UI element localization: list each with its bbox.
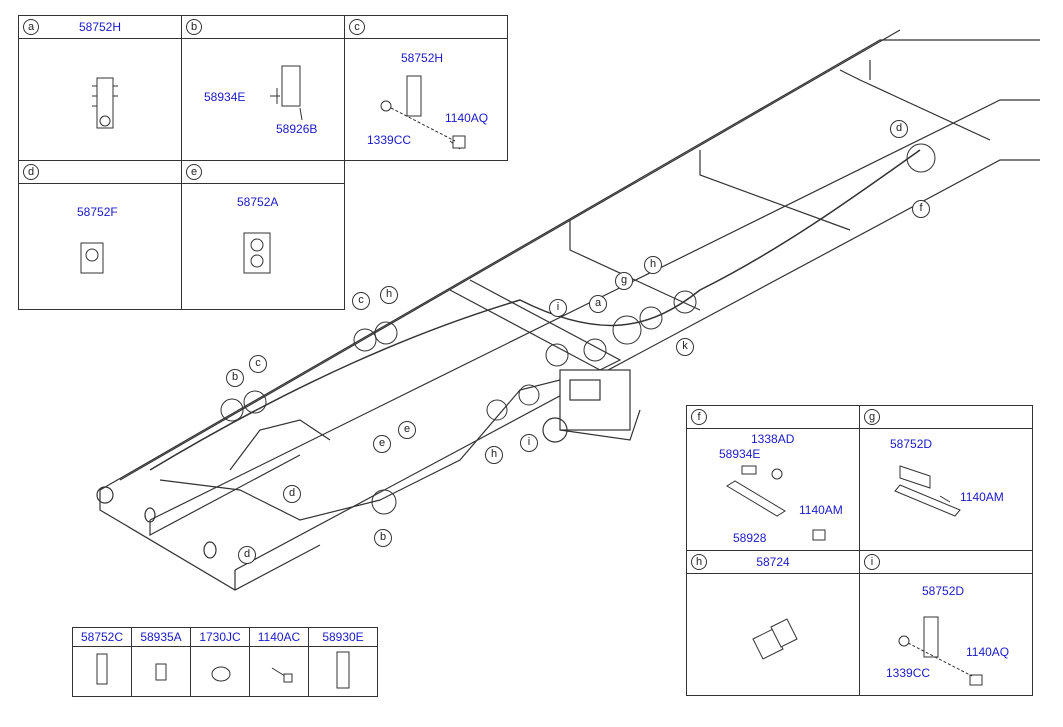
- callout-d: d: [283, 485, 301, 503]
- part-cell: 58935A: [131, 627, 191, 697]
- part-number: 1730JC: [199, 630, 241, 644]
- part-cell: 1730JC: [190, 627, 250, 697]
- part-number: 1140AQ: [445, 111, 489, 125]
- bracket-icon: [270, 65, 303, 121]
- callout-h: h: [380, 286, 398, 304]
- callout-i: i: [520, 434, 538, 452]
- part-number: 58935A: [140, 630, 182, 644]
- part-number: 58928: [733, 531, 767, 545]
- part-number: 58934E: [204, 90, 246, 104]
- part-number: 1140AM: [960, 490, 1004, 504]
- detail-box-b: b 58934E 58926B: [181, 15, 345, 161]
- callout-c: c: [352, 292, 370, 310]
- callout-b: b: [226, 369, 244, 387]
- clip-icon: [336, 651, 350, 689]
- clip-icon: [155, 663, 167, 681]
- callout-c: c: [249, 355, 267, 373]
- bolt-icon: [271, 667, 293, 683]
- box-letter: d: [23, 164, 39, 180]
- box-letter: c: [349, 19, 365, 35]
- clip-icon: [92, 77, 118, 129]
- callout-k: k: [676, 338, 694, 356]
- detail-box-h: h 58724: [686, 550, 860, 696]
- part-number: 58752D: [922, 584, 965, 598]
- callout-a: a: [589, 295, 607, 313]
- callout-d: d: [238, 546, 256, 564]
- part-number: 58752A: [237, 195, 279, 209]
- box-letter: h: [691, 554, 707, 570]
- box-letter: f: [691, 409, 707, 425]
- callout-h: h: [644, 256, 662, 274]
- detail-box-g: g 58752D 1140AM: [859, 405, 1033, 551]
- part-number: 58930E: [322, 630, 364, 644]
- detail-box-a: a 58752H: [18, 15, 182, 161]
- detail-box-d: d 58752F: [18, 160, 182, 310]
- part-number: 58724: [756, 555, 790, 569]
- callout-h: h: [485, 446, 503, 464]
- part-number: 58752F: [77, 205, 118, 219]
- part-number: 58752H: [401, 51, 444, 65]
- part-number: 1338AD: [751, 432, 795, 446]
- clip-icon: [96, 653, 108, 685]
- detail-box-i: i 58752D 1339CC 1140AQ: [859, 550, 1033, 696]
- callout-d: d: [890, 120, 908, 138]
- callout-i: i: [549, 299, 567, 317]
- part-number: 58752D: [890, 437, 933, 451]
- part-number: 1339CC: [886, 666, 931, 680]
- part-number: 58752C: [80, 630, 124, 644]
- clip-icon: [898, 616, 983, 686]
- part-number: 1140AQ: [966, 645, 1010, 659]
- clip-icon: [894, 465, 961, 517]
- detail-box-f: f 1338AD 58934E 58928 1140AM: [686, 405, 860, 551]
- part-number: 58934E: [719, 447, 761, 461]
- detail-box-c: c 58752H 1339CC 1140AQ: [344, 15, 508, 161]
- part-cell: 1140AC: [249, 627, 309, 697]
- grommet-icon: [211, 666, 231, 682]
- callout-e: e: [373, 435, 391, 453]
- box-letter: a: [23, 19, 39, 35]
- box-letter: b: [186, 19, 202, 35]
- part-cell: 58752C: [72, 627, 132, 697]
- callout-b: b: [374, 529, 392, 547]
- clamp-icon: [80, 242, 104, 274]
- part-number: 1339CC: [367, 133, 412, 147]
- callout-e: e: [398, 421, 416, 439]
- bracket-icon: [726, 465, 826, 541]
- box-letter: i: [864, 554, 880, 570]
- clamp-icon: [243, 232, 271, 274]
- part-number: 58926B: [276, 122, 318, 136]
- box-letter: e: [186, 164, 202, 180]
- detail-box-e: e 58752A: [181, 160, 345, 310]
- part-number: 58752H: [78, 20, 122, 34]
- part-number: 1140AM: [799, 503, 843, 517]
- part-number: 1140AC: [257, 630, 301, 644]
- part-cell: 58930E: [308, 627, 378, 697]
- callout-f: f: [912, 200, 930, 218]
- clip-icon: [380, 75, 466, 150]
- callout-g: g: [615, 272, 633, 290]
- union-fitting-icon: [752, 618, 798, 660]
- box-letter: g: [864, 409, 880, 425]
